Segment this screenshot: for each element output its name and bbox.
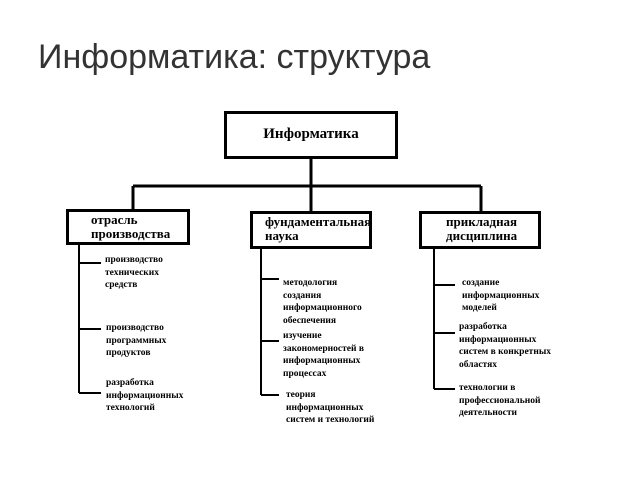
category-fundamental-science: фундаментальная наука xyxy=(250,211,372,249)
category-industry: отрасль производства xyxy=(66,209,190,245)
page-title: Информатика: структура xyxy=(38,38,431,76)
root-node: Информатика xyxy=(224,111,398,159)
category-applied-discipline: прикладная дисциплина xyxy=(419,211,541,249)
